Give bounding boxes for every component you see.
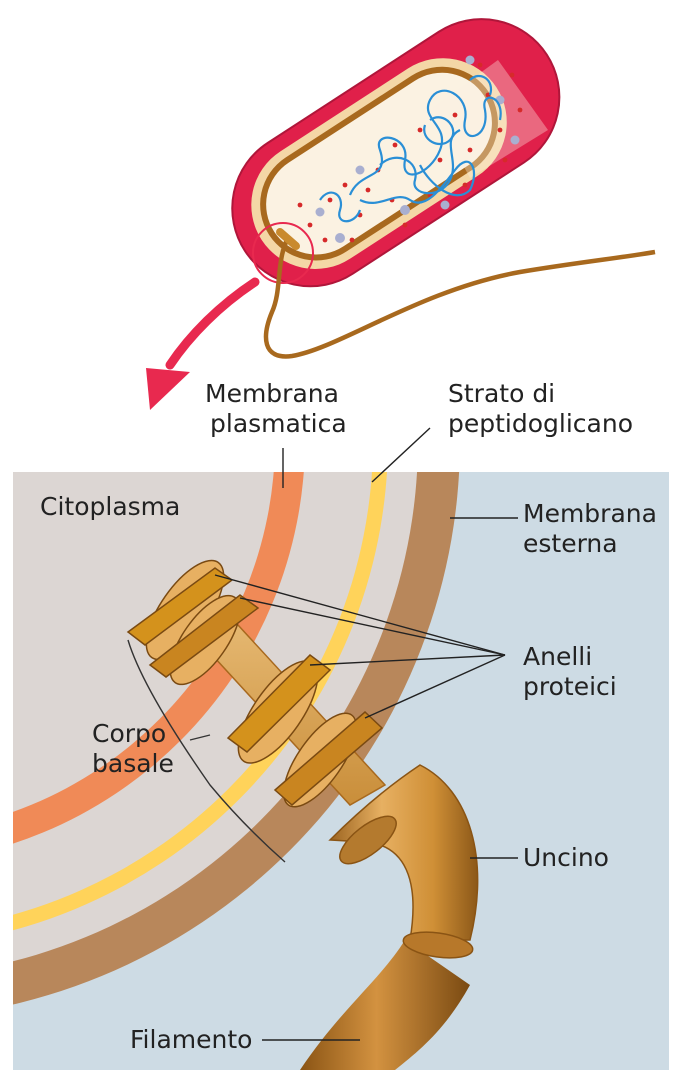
label-line: Membrana <box>205 379 339 408</box>
label-line: Strato di <box>448 379 555 408</box>
label-line: Filamento <box>130 1025 252 1054</box>
label-line: basale <box>92 749 174 778</box>
label-strato-peptidoglicano: Strato di peptidoglicano <box>448 379 633 438</box>
bacterium-cell <box>202 0 655 356</box>
label-uncino: Uncino <box>523 843 609 872</box>
label-line: peptidoglicano <box>448 409 633 438</box>
label-membrana-plasmatica: Membrana plasmatica <box>205 379 347 438</box>
label-corpo-basale: Corpo basale <box>92 719 174 778</box>
label-line: plasmatica <box>210 409 347 438</box>
label-line: Corpo <box>92 719 166 748</box>
label-line: Anelli <box>523 642 592 671</box>
label-citoplasma: Citoplasma <box>40 492 180 521</box>
label-line: Uncino <box>523 843 609 872</box>
label-filamento: Filamento <box>130 1025 252 1054</box>
label-line: Citoplasma <box>40 492 180 521</box>
label-line: esterna <box>523 529 618 558</box>
label-line: Membrana <box>523 499 657 528</box>
label-line: proteici <box>523 672 617 701</box>
